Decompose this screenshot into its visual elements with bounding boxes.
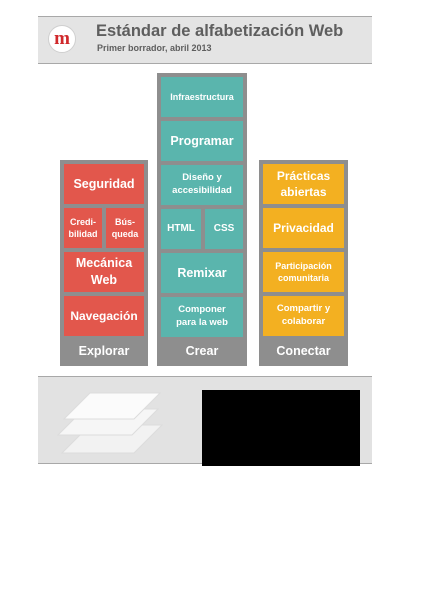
page-subtitle: Primer borrador, abril 2013	[97, 43, 212, 53]
tile-seguridad[interactable]: Seguridad	[64, 164, 144, 204]
column-label-conectar: Conectar	[276, 344, 331, 358]
tile-privacidad[interactable]: Privacidad	[263, 208, 344, 248]
tile-html[interactable]: HTML	[161, 209, 201, 249]
layers-icon	[56, 392, 164, 454]
page-title: Estándar de alfabetización Web	[96, 22, 344, 40]
tile-busqueda[interactable]: Bús- queda	[106, 208, 144, 248]
tile-componer[interactable]: Componer para la web	[161, 297, 243, 337]
column-label-explorar: Explorar	[78, 344, 130, 358]
tile-diseno-accesibilidad[interactable]: Diseño y accesibilidad	[161, 165, 243, 205]
column-label-crear: Crear	[185, 344, 219, 358]
tile-practicas-abiertas[interactable]: Prácticas abiertas	[263, 164, 344, 204]
footer	[38, 376, 372, 466]
tile-css[interactable]: CSS	[205, 209, 243, 249]
tile-compartir[interactable]: Compartir y colaborar	[263, 296, 344, 336]
header: m Estándar de alfabetización Web Primer …	[38, 16, 372, 64]
tile-infraestructura[interactable]: Infraestructura	[161, 77, 243, 117]
column-explorar: Seguridad Credi- bilidad Bús- queda Mecá…	[60, 160, 148, 366]
column-crear: Infraestructura Programar Diseño y acces…	[157, 73, 247, 366]
mozilla-logo: m	[48, 25, 76, 53]
tile-credibilidad[interactable]: Credi- bilidad	[64, 208, 102, 248]
column-conectar: Prácticas abiertas Privacidad Participac…	[259, 160, 348, 366]
tile-mecanica-web[interactable]: Mecánica Web	[64, 252, 144, 292]
tile-remixar[interactable]: Remixar	[161, 253, 243, 293]
tile-programar[interactable]: Programar	[161, 121, 243, 161]
redacted-block	[202, 390, 360, 466]
tile-participacion[interactable]: Participación comunitaria	[263, 252, 344, 292]
tile-navegacion[interactable]: Navegación	[64, 296, 144, 336]
